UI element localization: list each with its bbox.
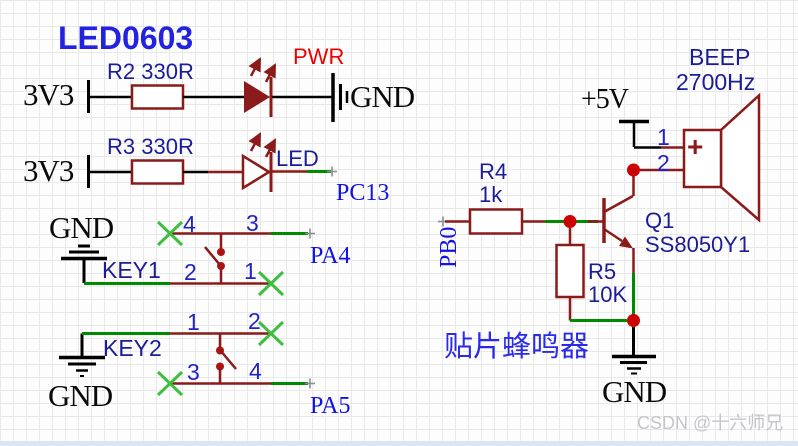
key1-pin3-number: 3 [246,210,259,236]
no-connect-cross-key2-pin2 [257,320,285,347]
transistor-q1-model: SS8050Y1 [645,232,751,257]
transistor-q1-designator: Q1 [645,208,675,233]
power-label-5v: +5V [581,84,629,115]
resistor-r3 [130,159,185,185]
transistor-q1 [602,173,635,249]
net-label-pa4: PA4 [310,243,351,269]
key1-gnd-label: GND [49,210,114,245]
buzzer-circuit [438,92,761,375]
wire-end-cross [327,166,337,177]
key1-designator: KEY1 [102,257,161,283]
resistor-r5 [555,243,585,299]
buzzer-polarity-mark: + [687,131,704,162]
power-label-3v3-row1: 3V3 [23,77,74,112]
led-designator-label: LED [276,146,319,171]
key2-pin4-number: 4 [249,358,262,384]
junction-dot [627,314,640,327]
key2-pin2-number: 2 [248,308,261,334]
led-user-diode [241,153,272,191]
resistor-r4 [468,208,524,235]
led-emission-arrow [263,63,277,83]
wire-end-cross [305,378,315,389]
resistor-r3-label: R3 330R [107,134,194,159]
key2-circuit [59,320,315,397]
key2-pin1-number: 1 [187,309,200,335]
buzzer-gnd-label: GND [602,374,667,409]
user-led-circuit [87,132,337,192]
key1-pin1-number: 1 [244,258,257,284]
watermark: CSDN @十六师兄 [637,413,784,433]
buzzer-pin2-number: 2 [657,150,670,176]
key2-ground-symbol [59,355,105,377]
net-label-pa5: PA5 [310,393,351,419]
buzzer-ground-symbol [612,354,656,375]
junction-dot [563,215,577,228]
resistor-r5-designator: R5 [588,259,617,284]
resistor-r5-value: 10K [588,282,628,307]
key1-switch-symbol [204,233,225,284]
buzzer-symbol [682,92,761,223]
key1-ground-symbol [61,244,107,283]
buzzer-designator: BEEP [689,44,751,70]
resistor-r4-value: 1k [479,182,503,207]
junction-dot [627,163,640,177]
no-connect-cross-key1-pin4 [156,220,184,247]
resistor-r2-label: R2 330R [107,59,194,84]
power-label-3v3-row2: 3V3 [23,153,74,188]
key2-designator: KEY2 [103,335,162,361]
buzzer-pin1-number: 1 [657,124,670,150]
led-pwr-diode [244,81,270,113]
wire-end-cross [305,228,315,239]
pwr-led-circuit [87,57,349,122]
net-label-pb0: PB0 [436,226,462,268]
no-connect-cross-key1-pin1 [257,270,285,297]
key2-gnd-label: GND [48,378,113,413]
key1-pin4-number: 4 [183,211,196,237]
resistor-r4-designator: R4 [479,159,508,184]
power-port-5v [619,119,649,147]
led-emission-arrow [248,132,262,152]
bottom-scroll-strip [0,441,798,446]
key1-circuit [61,220,315,297]
net-label-pc13: PC13 [336,180,390,206]
sheet-title: LED0603 [58,20,194,56]
buzzer-frequency: 2700Hz [676,69,756,95]
no-connect-cross-key2-pin3 [156,370,184,397]
key2-pin3-number: 3 [187,359,200,385]
net-label-pwr: PWR [293,44,345,69]
key2-switch-symbol [216,333,237,384]
buzzer-caption: 贴片蜂鸣器 [444,331,590,363]
led-emission-arrow [248,57,262,77]
led-emission-arrow [263,138,277,158]
key1-pin2-number: 2 [184,259,197,285]
resistor-r2 [130,84,185,110]
gnd-label-row1: GND [350,79,415,114]
